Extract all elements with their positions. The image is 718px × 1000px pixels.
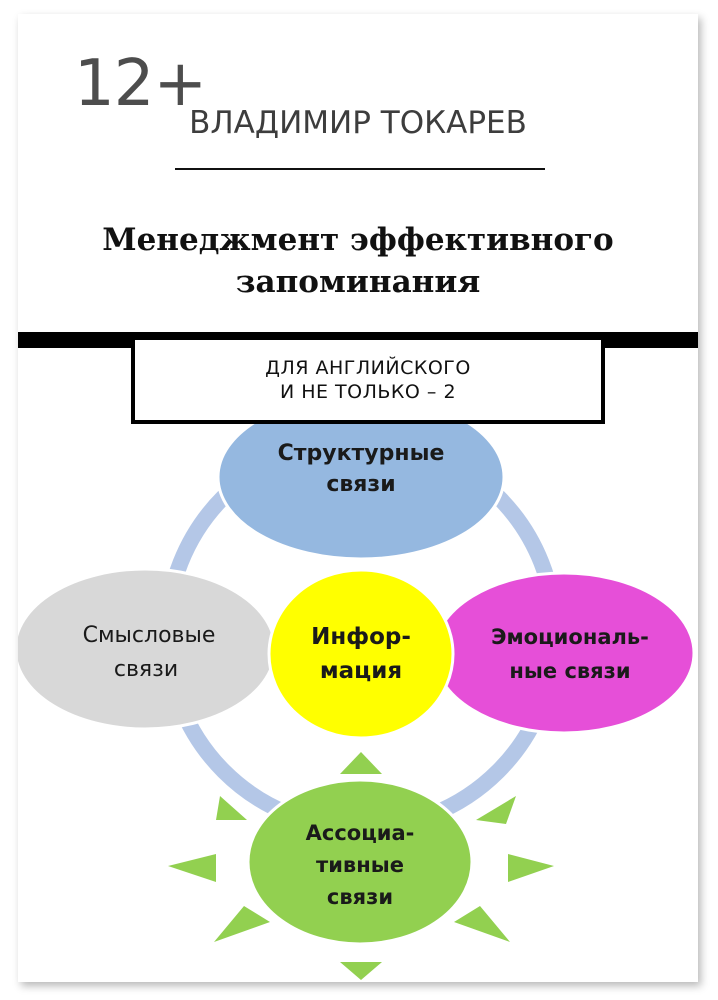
node-information-label-1: Инфор- <box>311 624 411 650</box>
node-information-label-2: мация <box>320 658 402 684</box>
node-emotional-label-2: ные связи <box>509 659 630 683</box>
subtitle-box: ДЛЯ АНГЛИЙСКОГО И НЕ ТОЛЬКО – 2 <box>131 336 605 424</box>
age-rating: 12+ <box>74 47 207 121</box>
book-title: Менеджмент эффективного запоминания <box>18 219 698 303</box>
node-associative-label-1: Ассоциа- <box>306 821 415 845</box>
ray-right <box>508 854 554 882</box>
sun-rays <box>168 752 554 980</box>
node-emotional-label-1: Эмоциональ- <box>491 625 649 649</box>
author-name: ВЛАДИМИР ТОКАРЕВ <box>189 105 527 141</box>
node-semantic-label-2: связи <box>114 657 178 682</box>
ray-top <box>340 752 382 774</box>
ray-upper-left <box>216 796 247 820</box>
node-associative <box>246 778 474 946</box>
node-emotional <box>432 571 696 735</box>
ray-lower-left <box>214 906 270 942</box>
subtitle-line-1: ДЛЯ АНГЛИЙСКОГО <box>265 357 471 379</box>
ray-left <box>168 854 216 882</box>
connections-diagram: Структурные связи Смысловые связи Эмоцио… <box>18 393 696 980</box>
node-information <box>267 568 455 740</box>
ray-lower-right <box>454 906 510 942</box>
ray-bottom <box>340 962 382 980</box>
ray-upper-right <box>476 796 516 824</box>
subtitle-line-2: И НЕ ТОЛЬКО – 2 <box>279 381 457 403</box>
node-structural-label-1: Структурные <box>278 441 445 466</box>
node-associative-label-2: тивные <box>316 853 404 877</box>
node-semantic <box>18 567 277 731</box>
book-cover: 12+ ВЛАДИМИР ТОКАРЕВ Менеджмент эффектив… <box>18 14 698 982</box>
node-associative-label-3: связи <box>327 885 393 909</box>
author-divider <box>175 168 545 170</box>
title-line-1: Менеджмент эффективного <box>102 222 614 258</box>
node-structural-label-2: связи <box>326 472 395 497</box>
node-semantic-label-1: Смысловые <box>83 623 216 648</box>
title-line-2: запоминания <box>235 264 481 300</box>
